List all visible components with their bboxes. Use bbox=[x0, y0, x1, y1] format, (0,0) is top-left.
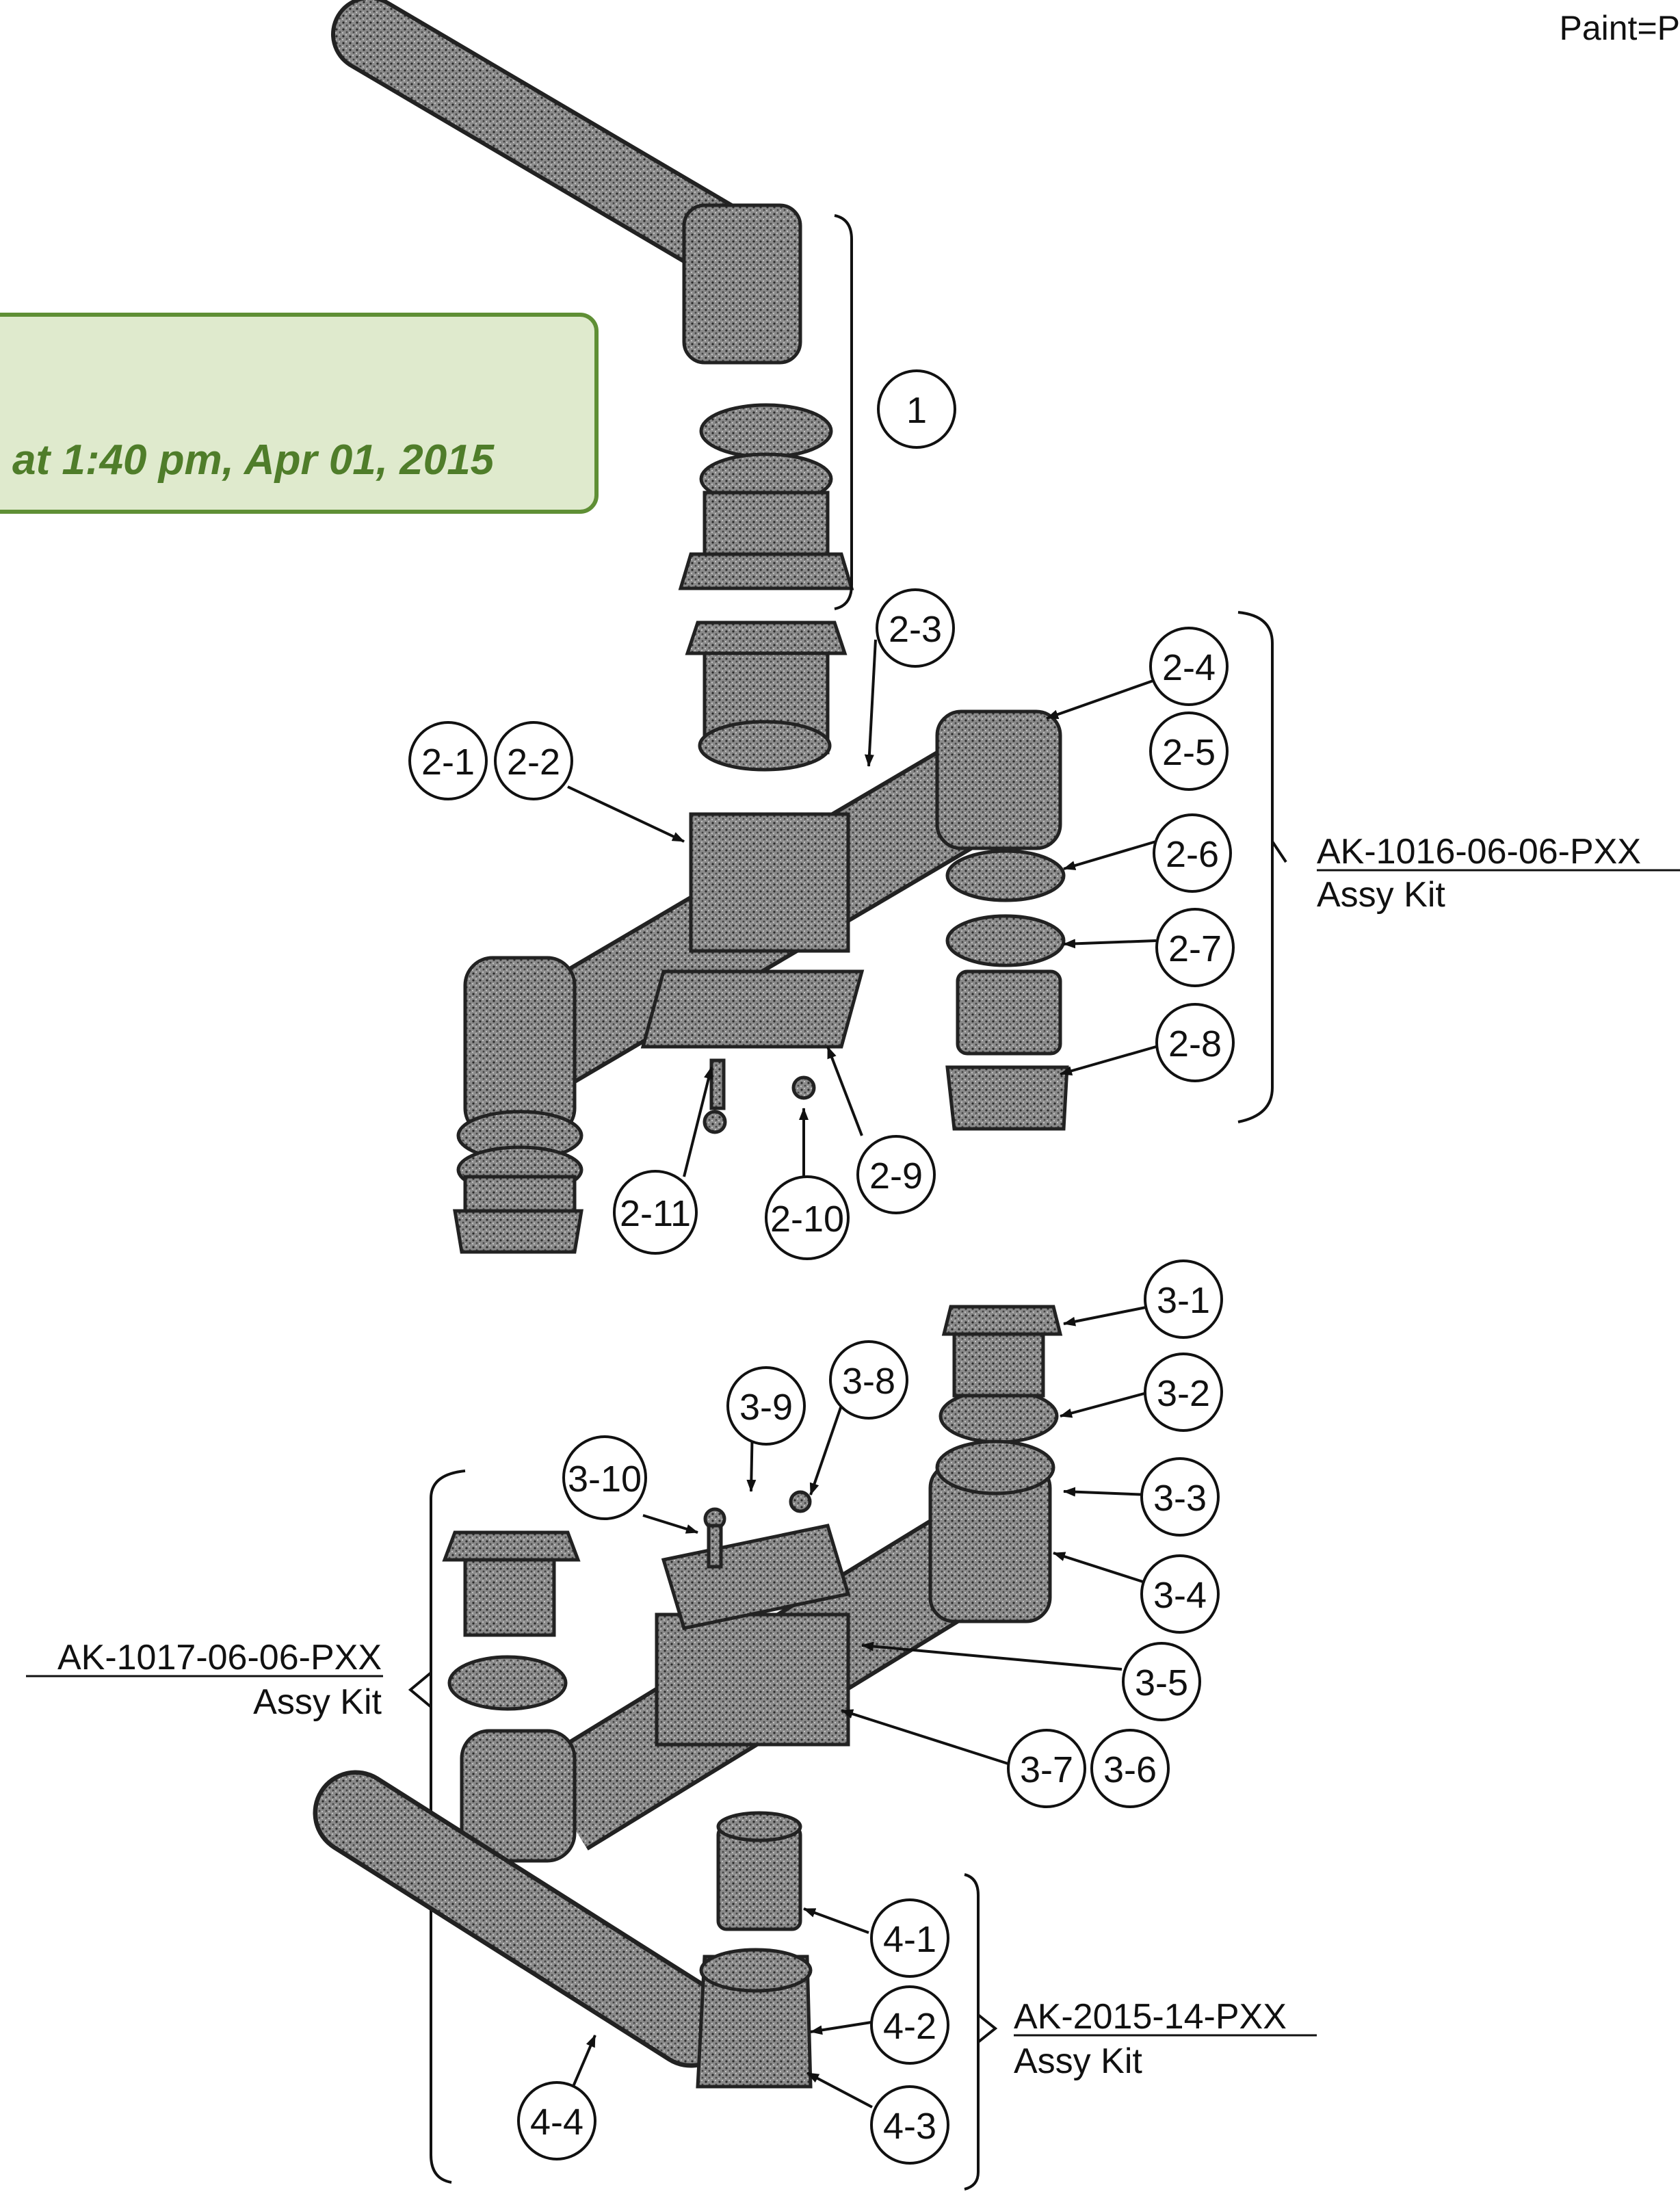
kit-number: AK-1017-06-06-PXX bbox=[57, 1638, 382, 1677]
svg-text:2-8: 2-8 bbox=[1168, 1023, 1222, 1065]
svg-text:3-5: 3-5 bbox=[1135, 1662, 1188, 1703]
callout-3-2: 3-2 bbox=[1144, 1353, 1223, 1432]
callout-3-6: 3-6 bbox=[1090, 1729, 1170, 1808]
kit-number: AK-1016-06-06-PXX bbox=[1317, 832, 1641, 872]
callout-2-7: 2-7 bbox=[1155, 908, 1235, 987]
callout-2-9: 2-9 bbox=[856, 1135, 936, 1214]
callout-4-2: 4-2 bbox=[870, 1985, 949, 2065]
part-group-3 bbox=[442, 1305, 1063, 1863]
callout-3-4: 3-4 bbox=[1140, 1554, 1220, 1634]
svg-text:3-8: 3-8 bbox=[842, 1361, 895, 1402]
callout-3-9: 3-9 bbox=[726, 1366, 806, 1446]
svg-text:3-4: 3-4 bbox=[1153, 1575, 1207, 1616]
callout-bubbles: 1 2-1 2-2 2-3 2-4 2-5 2-6 2-7 2-8 2-9 2-… bbox=[408, 369, 1235, 2165]
callout-4-4: 4-4 bbox=[517, 2081, 596, 2160]
kit-number: AK-2015-14-PXX bbox=[1014, 1997, 1287, 2037]
callout-2-8: 2-8 bbox=[1155, 1003, 1235, 1082]
callout-3-8: 3-8 bbox=[829, 1340, 908, 1420]
svg-text:2-6: 2-6 bbox=[1166, 834, 1219, 875]
svg-text:2-9: 2-9 bbox=[869, 1155, 923, 1197]
svg-text:2-11: 2-11 bbox=[620, 1193, 691, 1234]
callout-2-5: 2-5 bbox=[1149, 711, 1229, 791]
leader-lines bbox=[563, 639, 1164, 2108]
callout-4-1: 4-1 bbox=[870, 1898, 949, 1978]
callout-2-2: 2-2 bbox=[494, 721, 573, 800]
svg-text:2-5: 2-5 bbox=[1162, 732, 1216, 773]
callout-2-10: 2-10 bbox=[765, 1175, 850, 1260]
callout-2-11: 2-11 bbox=[613, 1170, 698, 1255]
svg-text:4-3: 4-3 bbox=[883, 2106, 936, 2147]
paint-label: Paint=P bbox=[1559, 9, 1680, 47]
kit-label-ak-1016: AK-1016-06-06-PXX Assy Kit bbox=[1317, 832, 1680, 915]
svg-text:3-6: 3-6 bbox=[1103, 1749, 1157, 1790]
callout-2-6: 2-6 bbox=[1153, 813, 1232, 893]
kit-desc: Assy Kit bbox=[1014, 2041, 1142, 2081]
part-group-4 bbox=[313, 1770, 813, 2089]
kit-label-ak-1017: AK-1017-06-06-PXX Assy Kit bbox=[26, 1638, 383, 1722]
svg-text:3-2: 3-2 bbox=[1157, 1373, 1210, 1414]
callout-3-10: 3-10 bbox=[562, 1435, 647, 1520]
svg-text:4-2: 4-2 bbox=[883, 2006, 936, 2047]
approval-stamp: at 1:40 pm, Apr 01, 2015 bbox=[0, 313, 599, 514]
svg-text:4-1: 4-1 bbox=[883, 1919, 936, 1960]
callout-3-7: 3-7 bbox=[1007, 1729, 1086, 1808]
svg-text:1: 1 bbox=[906, 390, 927, 431]
svg-text:3-1: 3-1 bbox=[1157, 1280, 1210, 1321]
svg-text:2-10: 2-10 bbox=[770, 1199, 844, 1240]
svg-text:2-2: 2-2 bbox=[507, 742, 560, 783]
svg-text:2-7: 2-7 bbox=[1168, 928, 1222, 969]
callout-3-3: 3-3 bbox=[1140, 1457, 1220, 1537]
part-group-2 bbox=[453, 621, 1069, 1254]
kit-desc: Assy Kit bbox=[253, 1682, 382, 1722]
callout-2-4: 2-4 bbox=[1149, 627, 1229, 706]
callout-3-1: 3-1 bbox=[1144, 1259, 1223, 1339]
svg-text:3-7: 3-7 bbox=[1020, 1749, 1073, 1790]
svg-text:3-3: 3-3 bbox=[1153, 1478, 1207, 1519]
callout-2-3: 2-3 bbox=[876, 588, 955, 668]
stamp-text: at 1:40 pm, Apr 01, 2015 bbox=[12, 436, 495, 484]
callout-3-5: 3-5 bbox=[1122, 1642, 1201, 1721]
part-group-1 bbox=[331, 0, 854, 590]
kit-label-ak-2015: AK-2015-14-PXX Assy Kit bbox=[1014, 1997, 1317, 2081]
callout-1: 1 bbox=[877, 369, 956, 449]
callout-2-1: 2-1 bbox=[408, 721, 488, 800]
svg-text:3-9: 3-9 bbox=[739, 1387, 793, 1428]
svg-text:4-4: 4-4 bbox=[530, 2102, 583, 2143]
callout-4-3: 4-3 bbox=[870, 2085, 949, 2165]
svg-text:2-1: 2-1 bbox=[421, 742, 475, 783]
kit-desc: Assy Kit bbox=[1317, 875, 1445, 915]
svg-text:2-4: 2-4 bbox=[1162, 647, 1216, 688]
svg-text:3-10: 3-10 bbox=[568, 1459, 642, 1500]
svg-text:2-3: 2-3 bbox=[889, 609, 942, 650]
